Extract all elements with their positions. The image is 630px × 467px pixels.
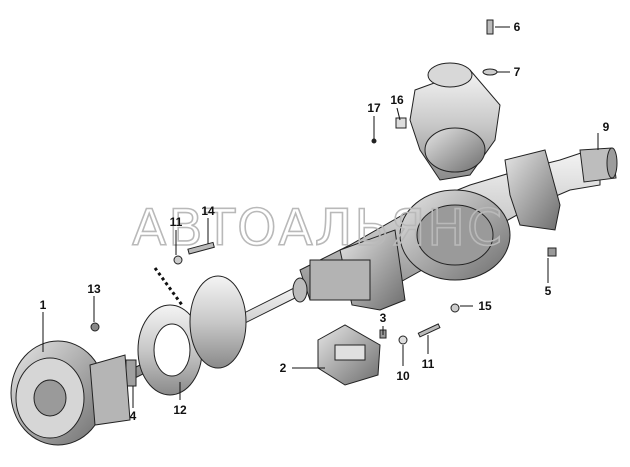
callout-16: 16	[390, 93, 404, 107]
callout-6: 6	[514, 20, 521, 34]
callout-1: 1	[40, 298, 47, 312]
callout-11-upper: 11	[170, 215, 183, 229]
callout-7: 7	[514, 65, 521, 79]
callout-15: 15	[478, 299, 492, 313]
differential-carrier	[409, 62, 501, 181]
callout-5: 5	[545, 284, 552, 298]
backing-plate	[189, 275, 247, 369]
callout-3: 3	[380, 311, 387, 325]
callout-14: 14	[201, 204, 215, 218]
callout-11-lower: 11	[422, 357, 435, 371]
wheel-hub	[10, 340, 131, 446]
fasteners	[90, 19, 557, 345]
callout-17: 17	[367, 101, 381, 115]
watermark-text: АВТОАЛЬЯНС	[132, 199, 504, 257]
flange-ring	[137, 304, 203, 396]
axle-housing	[299, 147, 618, 311]
brake-caliper	[317, 324, 381, 386]
callout-12: 12	[173, 403, 187, 417]
callout-9: 9	[603, 120, 610, 134]
callout-2: 2	[280, 361, 287, 375]
callout-13: 13	[87, 282, 101, 296]
callout-4: 4	[130, 409, 137, 423]
callout-10: 10	[396, 369, 410, 383]
leader-lines	[42, 26, 599, 408]
callout-labels: 1 2 3 4 5 6 7 9 10 11 11 12 13 14 15 16 …	[40, 20, 610, 423]
